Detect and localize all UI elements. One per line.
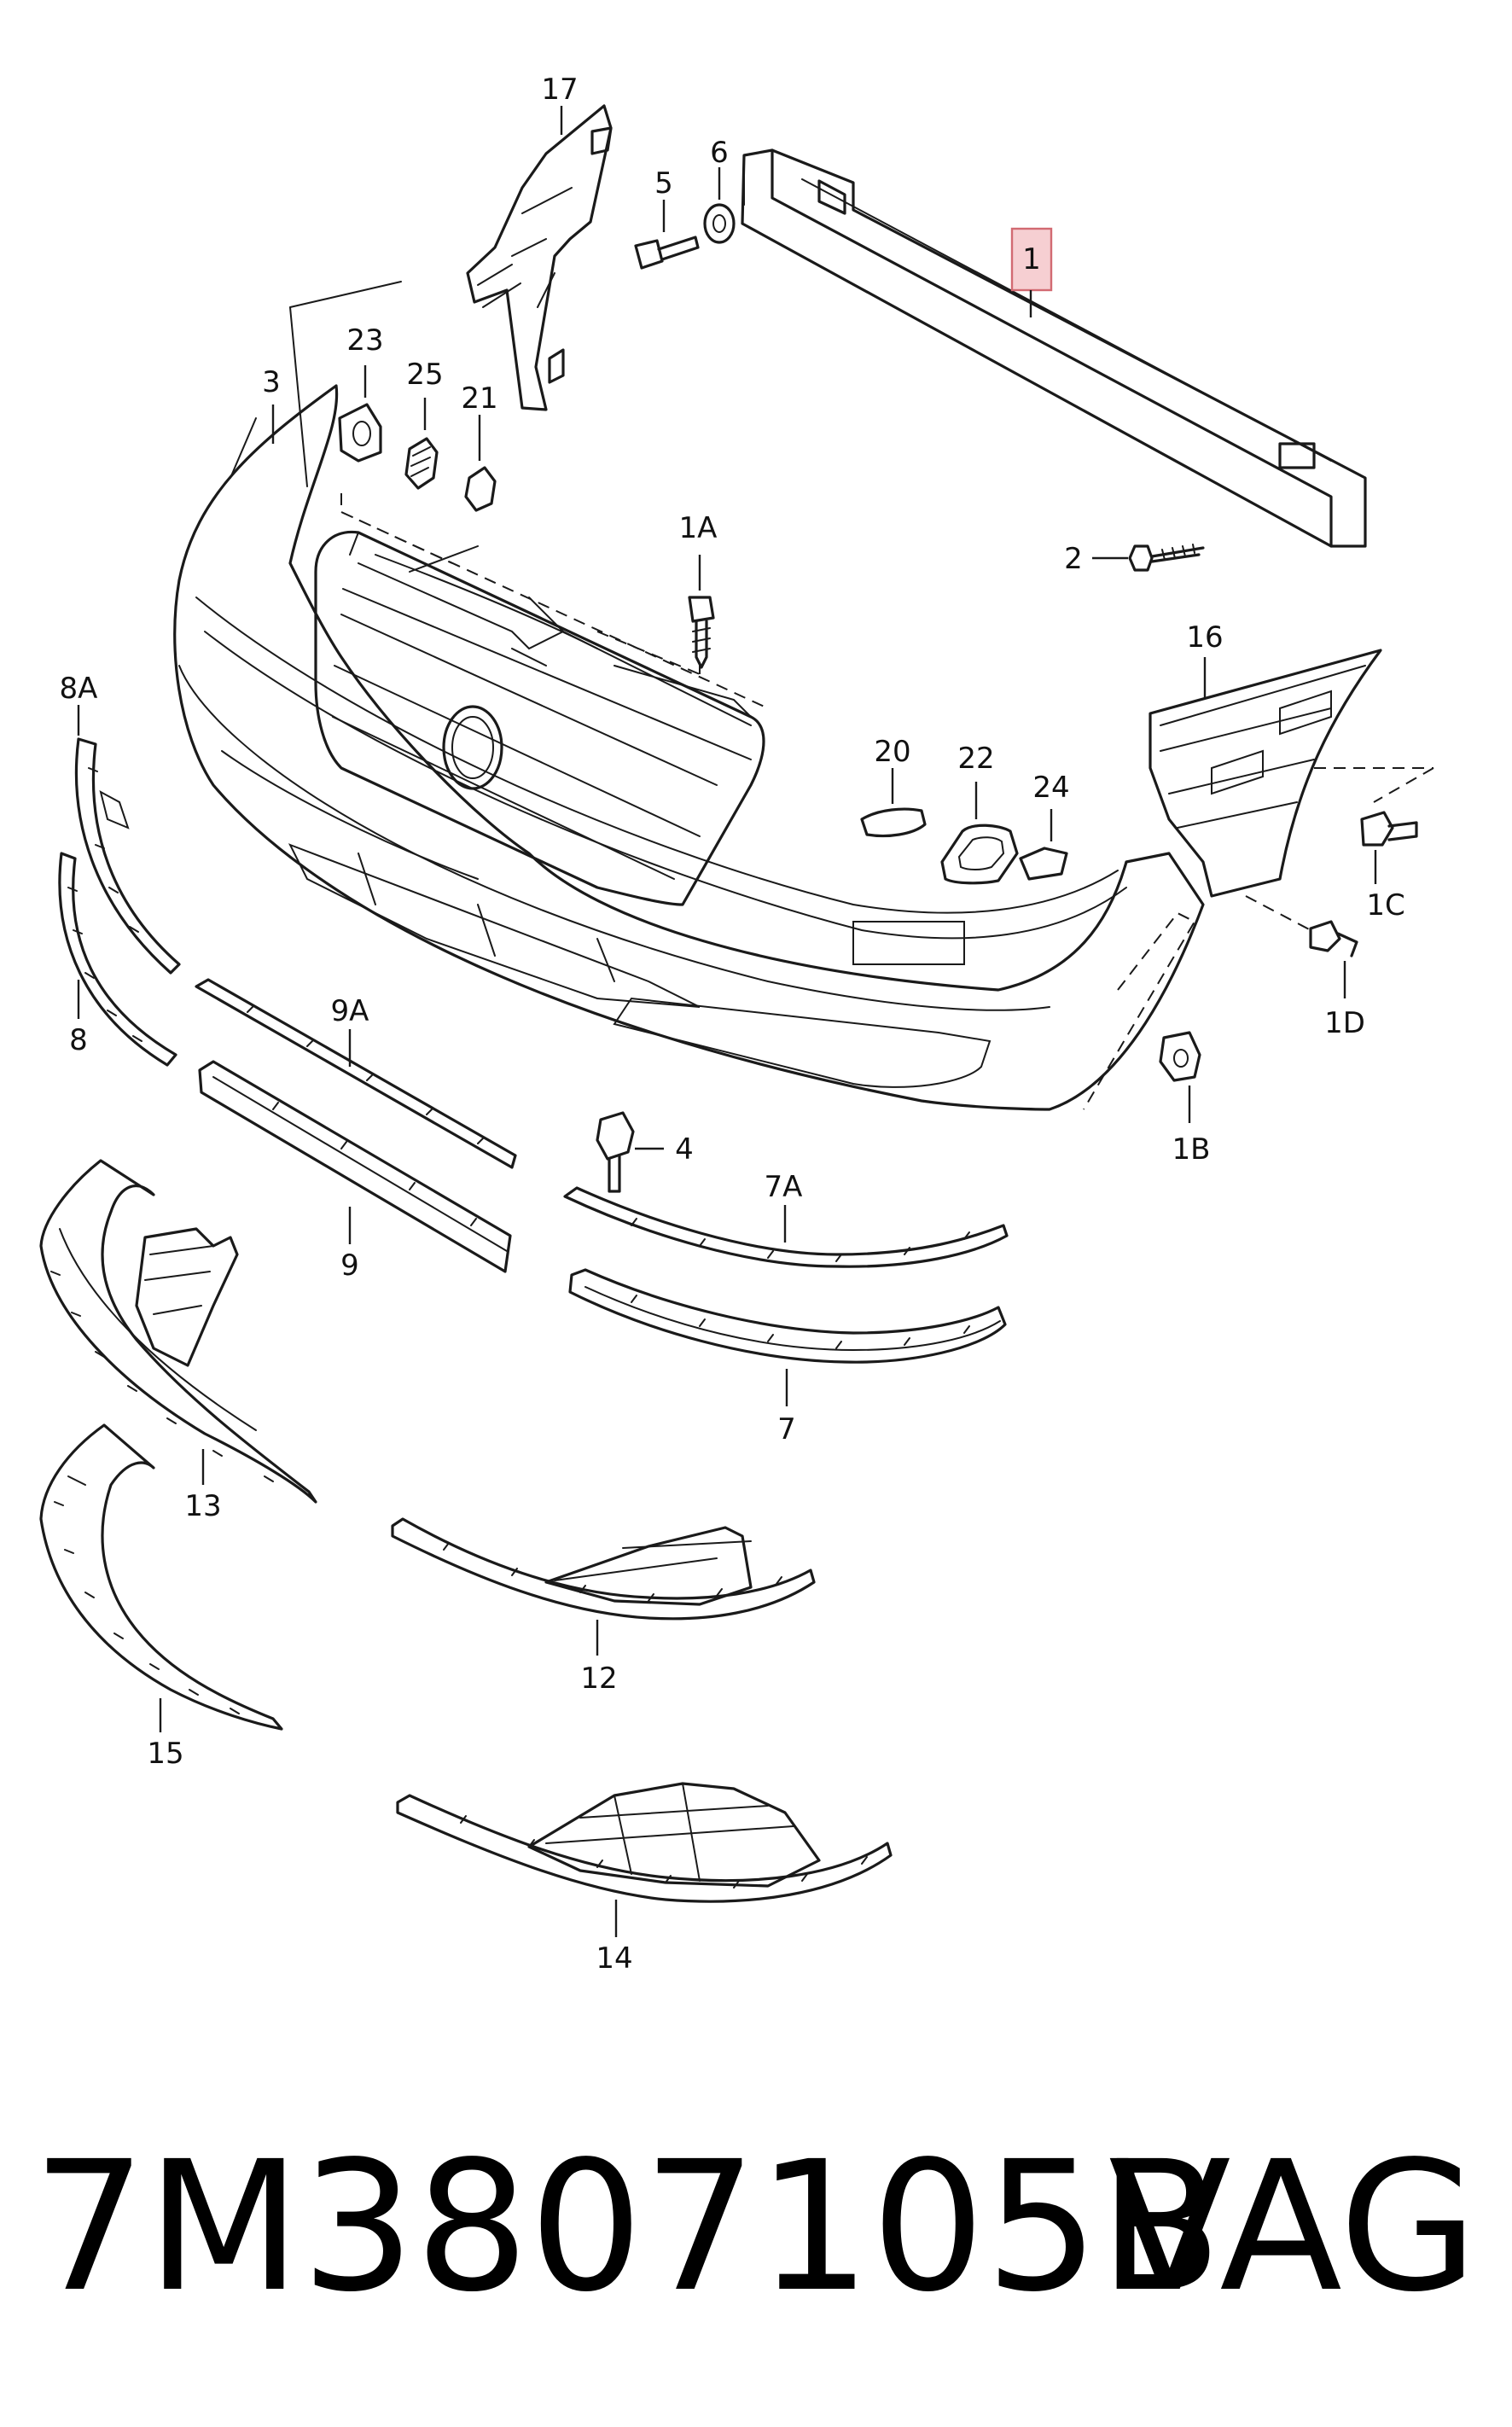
part-17-bracket: [466, 104, 613, 411]
callout-1b[interactable]: 1B: [1172, 1132, 1211, 1167]
callout-1d[interactable]: 1D: [1324, 1006, 1365, 1040]
part-9-strip: [198, 1060, 512, 1273]
callout-3[interactable]: 3: [262, 365, 281, 399]
callout-7a[interactable]: 7A: [765, 1170, 803, 1204]
part-7a-strip: [563, 1186, 1009, 1268]
callout-8[interactable]: 8: [69, 1023, 88, 1057]
part-21-cap: [464, 415, 497, 512]
part-3-bumper-cover: [173, 281, 1205, 1111]
part-8-strip: [58, 852, 177, 1067]
callout-9a[interactable]: 9A: [331, 994, 369, 1028]
part-25-clip: [404, 398, 439, 490]
assembly-line: [340, 493, 769, 709]
callout-12[interactable]: 12: [580, 1662, 617, 1696]
callout-2[interactable]: 2: [1064, 542, 1083, 576]
callout-16[interactable]: 16: [1186, 620, 1223, 655]
callout-13[interactable]: 13: [184, 1489, 221, 1523]
assembly-line: [1083, 911, 1196, 1110]
callout-1a[interactable]: 1A: [679, 511, 718, 545]
callout-8a[interactable]: 8A: [60, 672, 98, 706]
part-6-washer: [703, 167, 736, 244]
part-13-panel: [39, 1159, 317, 1504]
callout-25[interactable]: 25: [406, 358, 443, 392]
part-23-clip: [338, 365, 382, 463]
part-5-bolt: [634, 200, 700, 270]
part-14-panel: [396, 1782, 893, 1937]
part-1-bumper-beam: [741, 148, 1367, 548]
callout-6[interactable]: 6: [710, 136, 729, 170]
part-22-trim: [940, 782, 1019, 885]
callout-14[interactable]: 14: [596, 1941, 632, 1976]
part-1c-screw: [1360, 811, 1418, 884]
part-2-screw: [1092, 544, 1205, 572]
callout-highlight-box: [1010, 227, 1053, 292]
footer-caption: 7M3807105B VAG: [0, 2116, 1512, 2338]
part-4-clip: [596, 1111, 664, 1193]
part-1d-screw: [1245, 895, 1358, 998]
part-16-side-bracket: [1149, 649, 1382, 898]
part-8a-strip: [74, 705, 181, 975]
part-number: 7M3807105B: [32, 2122, 1223, 2331]
callout-17[interactable]: 17: [541, 73, 578, 107]
callout-1c[interactable]: 1C: [1366, 888, 1404, 922]
part-20-trim: [860, 768, 927, 838]
callout-9[interactable]: 9: [340, 1248, 359, 1283]
part-15-panel: [39, 1423, 283, 1732]
callout-21[interactable]: 21: [461, 381, 497, 416]
part-12-panel: [391, 1517, 816, 1656]
part-7-strip: [568, 1268, 1007, 1406]
callout-7[interactable]: 7: [777, 1412, 796, 1446]
callout-15[interactable]: 15: [147, 1737, 183, 1771]
callout-5[interactable]: 5: [654, 166, 673, 201]
part-1a-screw: [688, 555, 715, 669]
callout-4[interactable]: 4: [675, 1132, 694, 1167]
callout-20[interactable]: 20: [874, 735, 910, 769]
callout-1[interactable]: 1: [1022, 242, 1041, 276]
brand-name: VAG: [1108, 2122, 1478, 2331]
callout-24[interactable]: 24: [1032, 771, 1069, 805]
callout-23[interactable]: 23: [346, 323, 383, 358]
callout-22[interactable]: 22: [957, 742, 994, 776]
part-1b-clip: [1159, 1031, 1201, 1123]
part-9a-strip: [195, 978, 517, 1169]
assembly-line: [1314, 767, 1434, 803]
part-24-clip: [1019, 809, 1068, 881]
